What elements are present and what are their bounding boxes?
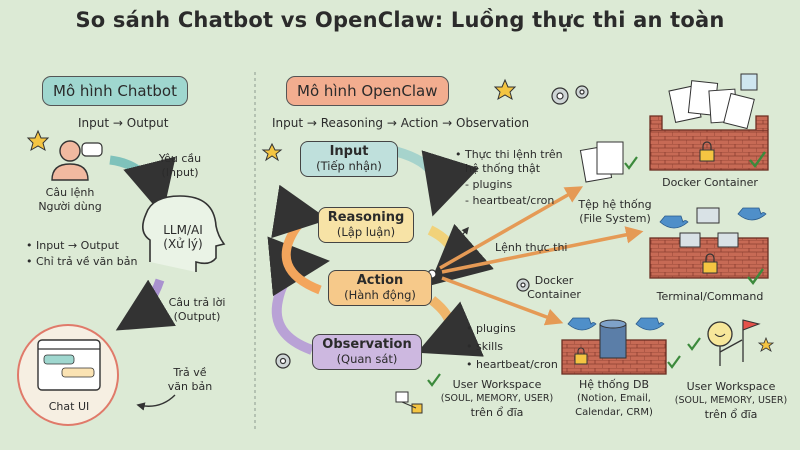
step-observation-sub: (Quan sát) (336, 352, 398, 366)
page-title: So sánh Chatbot vs OpenClaw: Luồng thực … (75, 8, 725, 32)
chatbot-bullet-1: • Input → Output (26, 239, 119, 252)
exec-note-1: • Thực thi lệnh trên (455, 148, 563, 161)
user-icon (51, 140, 103, 181)
check-icon (749, 151, 766, 168)
return-arrow (136, 394, 176, 411)
chatbot-bullet-2: • Chỉ trả về văn bản (26, 255, 138, 268)
step-reasoning-sub: (Lập luận) (336, 225, 396, 239)
monitor-icon (679, 207, 739, 248)
llm-head-icon (142, 195, 226, 272)
request-arrow (109, 155, 176, 216)
return-label-1: Trả về (173, 366, 207, 379)
star-icon (26, 129, 50, 152)
terminal-label: Terminal/Command (656, 290, 764, 303)
request-label-1: Yêu cầu (158, 152, 202, 165)
check-icon (687, 337, 701, 351)
openclaw-bullet-3: • heartbeat/cron (466, 358, 558, 371)
ray-to-db (441, 276, 564, 326)
openclaw-bullet-1: • plugins (466, 322, 516, 335)
ray-to-filesystem (439, 186, 584, 270)
request-label-2: (Input) (161, 166, 199, 179)
openclaw-bullet-2: • skills (466, 340, 503, 353)
openclaw-header: Mô hình OpenClaw (286, 76, 449, 106)
check-icon (624, 156, 638, 170)
chatbot-header: Mô hình Chatbot (42, 76, 188, 106)
user-label-2: Người dùng (38, 200, 102, 213)
step-action-box: Action (Hành động) (328, 270, 432, 306)
star-icon (757, 336, 775, 352)
exec-note-4: - heartbeat/cron (465, 194, 555, 207)
loop-arrow-observation-action (267, 236, 330, 355)
db-label-3: Calendar, CRM) (575, 407, 653, 418)
step-observation-title: Observation (322, 337, 412, 352)
user-flag-icon (707, 319, 761, 366)
ray-to-terminal (441, 226, 644, 274)
whale-icon (567, 207, 767, 331)
exec-note-3: - plugins (465, 178, 513, 191)
step-input-title: Input (329, 144, 369, 159)
step-reasoning-box: Reasoning (Lập luận) (318, 207, 414, 243)
ray-to-exec (439, 226, 469, 263)
lock-icon (702, 253, 718, 274)
papers-icon (668, 80, 755, 130)
workspace-icon (395, 391, 423, 414)
workspace-left-1: User Workspace (452, 378, 542, 391)
workspace-right-2: (SOUL, MEMORY, USER) (674, 395, 788, 406)
docker-container-label: Docker Container (662, 176, 758, 189)
answer-label-2: (Output) (173, 310, 221, 323)
command-label: Lệnh thực thi (495, 241, 568, 254)
workspace-left-2: (SOUL, MEMORY, USER) (440, 393, 554, 404)
star-icon (493, 78, 517, 101)
user-label-1: Câu lệnh (45, 186, 95, 199)
llm-label-1: LLM/AI (163, 223, 203, 237)
check-icon (747, 268, 764, 285)
llm-label-2: (Xử lý) (163, 237, 203, 251)
chatbot-flow: Input → Output (78, 116, 169, 130)
step-action-sub: (Hành động) (344, 288, 416, 302)
answer-label-1: Câu trả lời (168, 296, 226, 309)
database-icon (599, 319, 627, 359)
filesystem-label-2: (File System) (579, 212, 651, 225)
file-system-icon (579, 141, 624, 183)
check-icon (427, 373, 441, 387)
check-icon (667, 355, 681, 369)
step-input-box: Input (Tiếp nhận) (300, 141, 398, 177)
workspace-right-3: trên ổ đĩa (704, 408, 758, 421)
lock-icon (699, 141, 715, 162)
chat-window-icon (37, 339, 101, 391)
gear-icon (275, 85, 589, 369)
openclaw-flow: Input → Reasoning → Action → Observation (272, 116, 530, 130)
lock-icon (574, 347, 588, 365)
return-label-2: văn bản (167, 380, 213, 393)
chat-ui-label: Chat UI (48, 400, 90, 413)
step-observation-box: Observation (Quan sát) (312, 334, 422, 370)
step-action-title: Action (356, 273, 404, 288)
workspace-left-3: trên ổ đĩa (470, 406, 524, 419)
db-label-2: (Notion, Email, (577, 393, 651, 404)
loop-arrow-action-reasoning (271, 184, 329, 295)
step-input-sub: (Tiếp nhận) (316, 159, 382, 173)
step-reasoning-title: Reasoning (327, 210, 405, 225)
db-label-1: Hệ thống DB (578, 378, 650, 391)
exec-note-2: hệ thống thật (465, 162, 541, 175)
loop-arrow-action-observation (416, 296, 484, 357)
chip-icon (740, 73, 758, 91)
star-icon (261, 142, 283, 162)
docker-mid-label-1: Docker (534, 274, 574, 287)
docker-mid-label-2: Container (527, 288, 581, 301)
workspace-right-1: User Workspace (686, 380, 776, 393)
filesystem-label-1: Tệp hệ thống (578, 198, 652, 211)
answer-arrow (115, 278, 176, 331)
